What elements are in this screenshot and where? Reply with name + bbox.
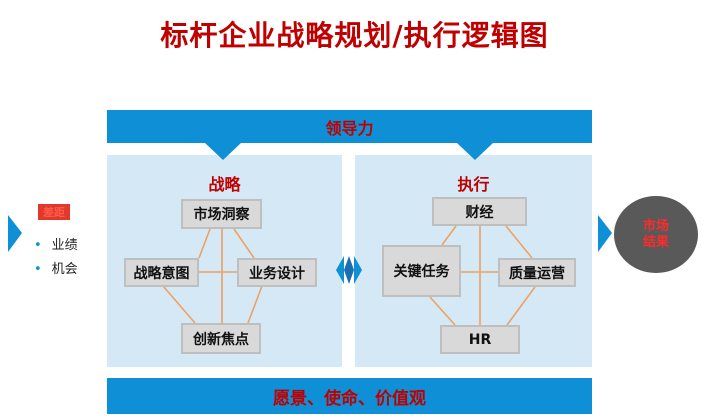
- hr-node: HR: [440, 325, 520, 354]
- execution-heading: 执行: [457, 175, 490, 194]
- strategic-intent-node: 战略意图: [124, 258, 199, 287]
- input-bullet-opportunity: • 机会: [34, 258, 78, 277]
- strategy-heading: 战略: [208, 175, 241, 194]
- finance-label: 财经: [465, 204, 494, 221]
- market-insight-node: 市场洞察: [181, 199, 262, 229]
- leadership-band: 领导力: [107, 110, 592, 143]
- execution-connectors: [429, 225, 536, 326]
- result-line-1: 市场: [642, 218, 669, 234]
- leadership-label: 领导力: [325, 118, 374, 138]
- market-result-circle: 市场 结果: [614, 196, 698, 273]
- output-arrow-icon: [598, 215, 612, 252]
- execution-down-arrow: [457, 143, 493, 160]
- business-design-label: 业务设计: [249, 265, 305, 282]
- market-insight-label: 市场洞察: [193, 207, 250, 223]
- hr-label: HR: [468, 331, 492, 348]
- innovation-focus-node: 创新焦点: [181, 323, 261, 354]
- bullet-dot-icon: •: [34, 238, 42, 253]
- gap-label: 差距: [38, 204, 70, 220]
- quality-operations-label: 质量运营: [509, 265, 565, 282]
- bullet-dot-icon: •: [34, 262, 42, 277]
- vision-band: 愿景、使命、价值观: [107, 378, 592, 414]
- bullet-text: 业绩: [51, 238, 78, 253]
- key-tasks-node: 关键任务: [382, 245, 461, 297]
- business-design-node: 业务设计: [237, 258, 317, 287]
- finance-node: 财经: [432, 197, 527, 226]
- input-bullet-performance: • 业绩: [34, 234, 78, 253]
- diagram-title: 标杆企业战略规划/执行逻辑图: [160, 19, 549, 52]
- bullet-text: 机会: [51, 262, 78, 277]
- input-arrow-icon: [8, 215, 22, 252]
- vision-label: 愿景、使命、价值观: [273, 388, 426, 409]
- strategy-down-arrow: [205, 143, 241, 160]
- key-tasks-label: 关键任务: [393, 264, 450, 280]
- innovation-focus-label: 创新焦点: [193, 331, 249, 348]
- result-line-2: 结果: [642, 234, 669, 250]
- bidirectional-arrow-icon: [344, 256, 354, 284]
- strategy-connectors: [162, 228, 263, 324]
- strategic-intent-label: 战略意图: [133, 265, 190, 282]
- quality-operations-node: 质量运营: [498, 258, 576, 287]
